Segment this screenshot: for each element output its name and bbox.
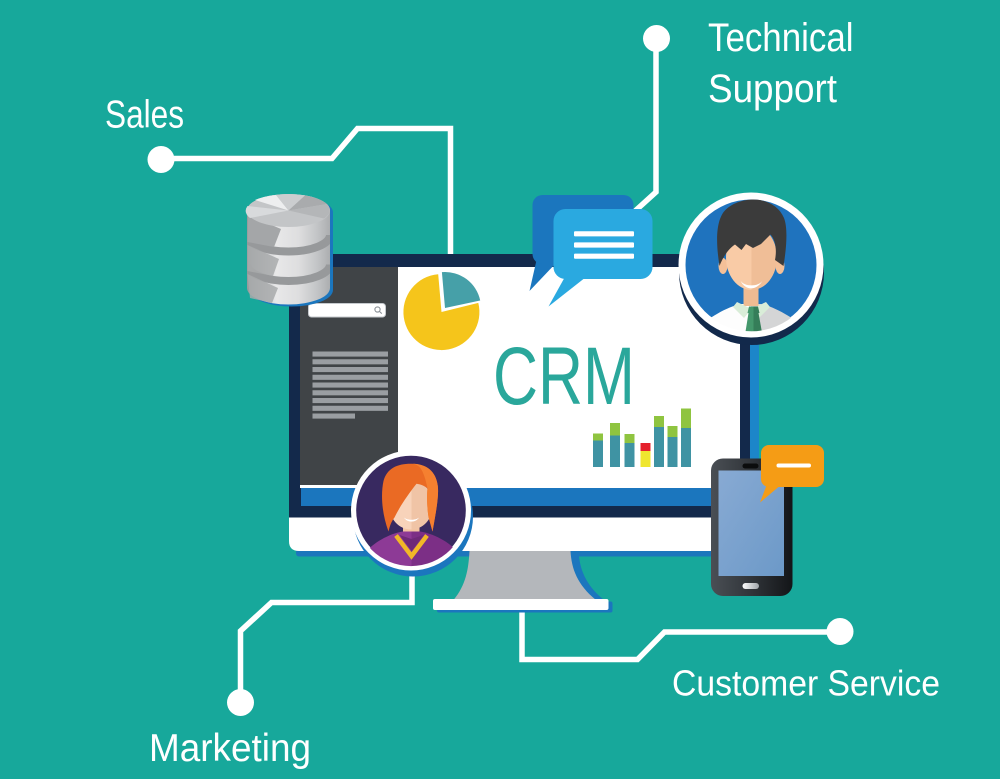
svg-text:Marketing: Marketing (149, 727, 311, 770)
svg-text:Sales: Sales (105, 94, 184, 137)
svg-text:Technical: Technical (708, 16, 854, 60)
svg-text:Customer Service: Customer Service (672, 663, 940, 704)
svg-text:Support: Support (708, 67, 837, 111)
svg-text:CRM: CRM (493, 331, 635, 422)
